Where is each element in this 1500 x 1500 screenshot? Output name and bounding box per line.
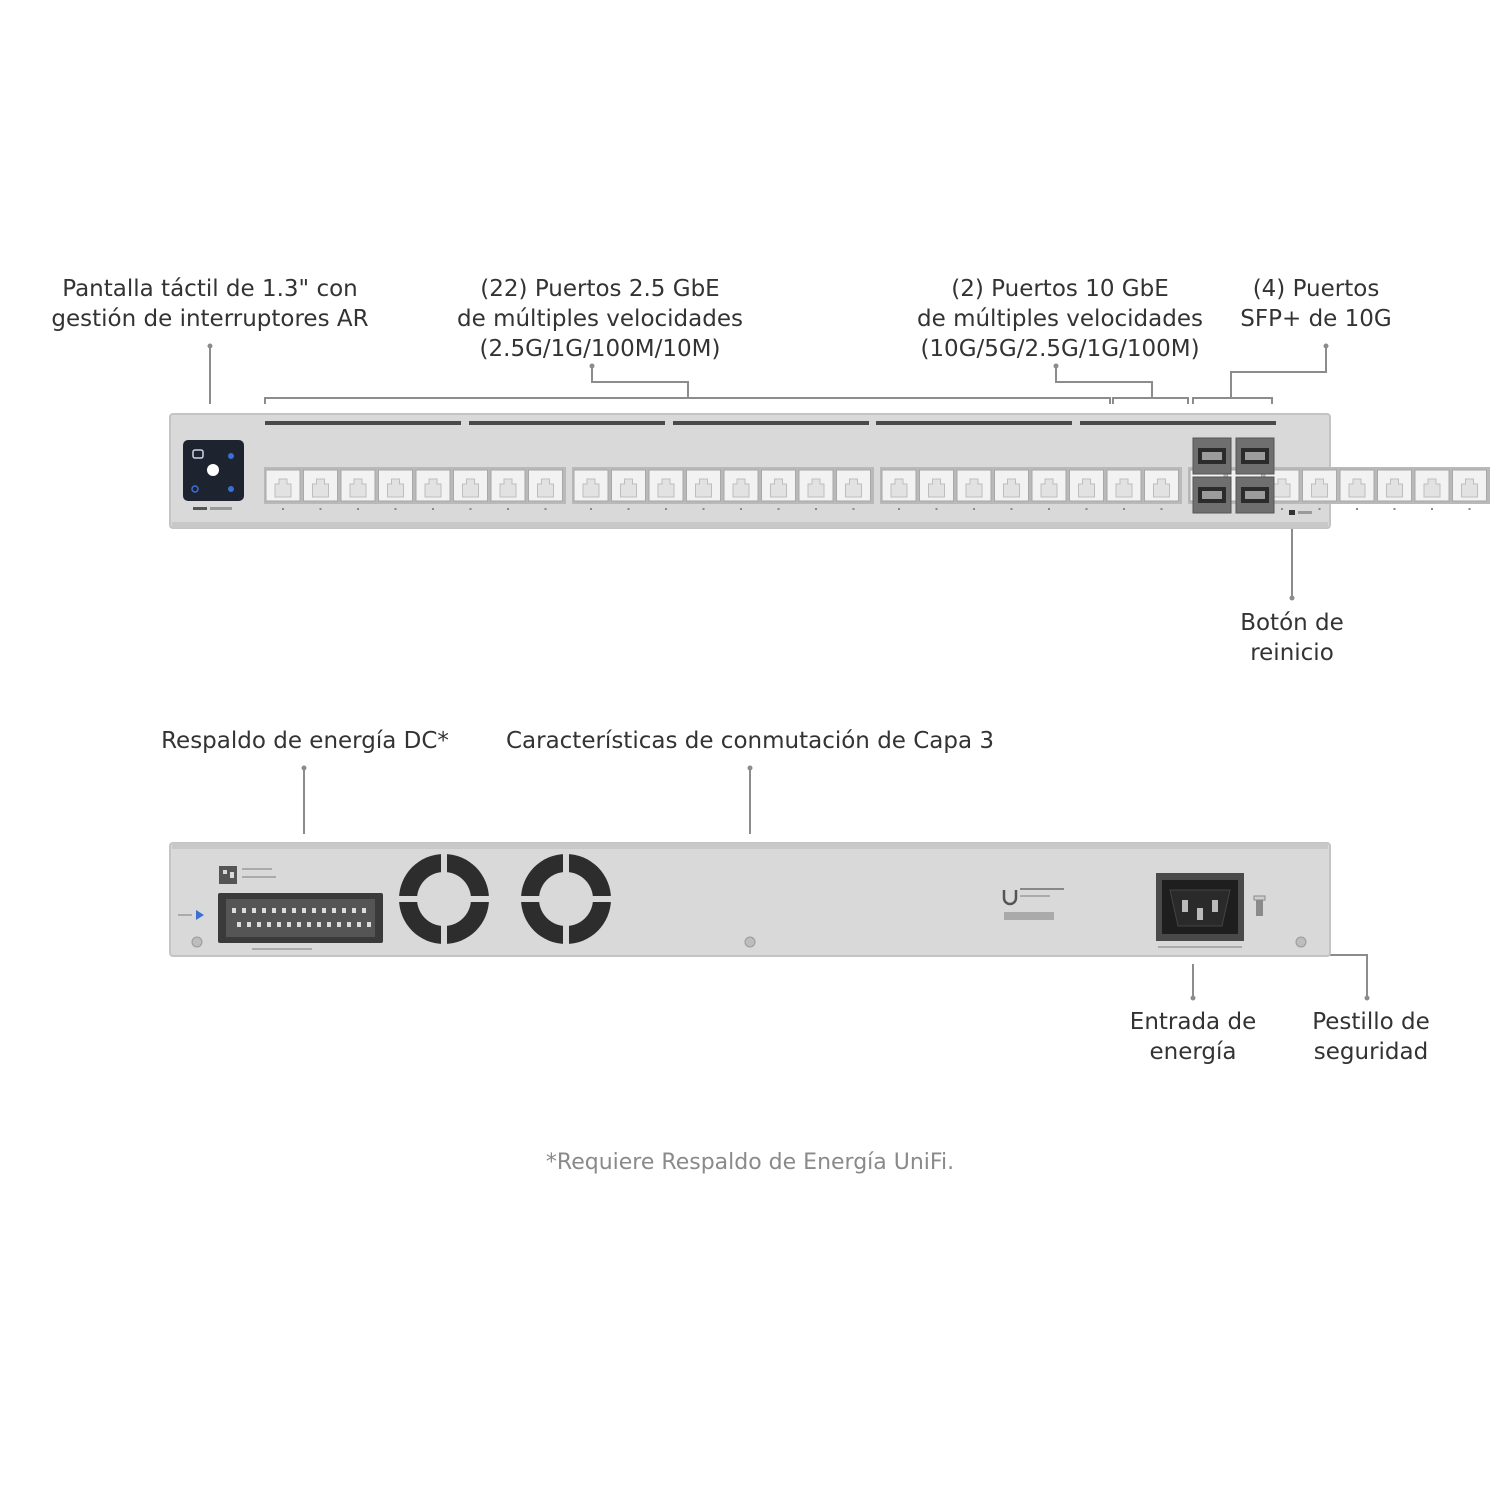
- rj45-port: [528, 469, 563, 510]
- rj45-port: [1377, 469, 1412, 510]
- dc-pin: [297, 922, 301, 927]
- rj45-port: [956, 469, 992, 510]
- rj45-port: [303, 469, 338, 510]
- rj45-port: [761, 469, 796, 510]
- rj45-port: [881, 469, 917, 510]
- dc-pin: [357, 922, 361, 927]
- back-panel: [169, 842, 1331, 957]
- sfp-port: [1235, 476, 1275, 514]
- dc-pin: [327, 922, 331, 927]
- dc-pin: [342, 908, 346, 913]
- rj45-port: [1106, 469, 1142, 510]
- sfp-port: [1192, 437, 1232, 475]
- rj45-port: [1302, 469, 1337, 510]
- ports-25g-leader: [591, 366, 689, 398]
- sfp-ports: [1192, 437, 1275, 514]
- rj45-port: [836, 469, 871, 510]
- dc-pin: [312, 908, 316, 913]
- dc-pin: [322, 908, 326, 913]
- security-latch: [1253, 895, 1266, 916]
- dc-backup-label: Respaldo de energía DC*: [161, 728, 449, 754]
- footnote: *Requiere Respaldo de Energía UniFi.: [545, 1150, 955, 1175]
- dc-pin: [317, 922, 321, 927]
- dc-pin: [237, 922, 241, 927]
- rj45-port: [1144, 469, 1179, 510]
- security-latch-label: Pestillo de seguridad: [1312, 1009, 1430, 1065]
- dc-pin: [287, 922, 291, 927]
- rj45-ports: [264, 467, 1490, 510]
- rj45-port: [648, 469, 684, 510]
- rj45-port: [265, 469, 301, 510]
- dc-pin: [242, 908, 246, 913]
- dc-pin: [262, 908, 266, 913]
- dc-pin: [307, 922, 311, 927]
- front-panel: [169, 413, 1490, 529]
- dc-pin: [292, 908, 296, 913]
- dc-backup-connector: [218, 893, 383, 950]
- power-input-label: Entrada de energía: [1129, 1009, 1257, 1065]
- rj45-port: [1339, 469, 1375, 510]
- dc-pin: [267, 922, 271, 927]
- dc-pin: [272, 908, 276, 913]
- reset-label: Botón de reinicio: [1240, 610, 1344, 666]
- dc-pin: [252, 908, 256, 913]
- ports-25g-bracket: [264, 397, 1111, 404]
- dc-pin: [332, 908, 336, 913]
- ports-10g-leader: [1055, 366, 1153, 398]
- rj45-port: [490, 469, 526, 510]
- touchscreen: [183, 440, 244, 510]
- dc-pin: [337, 922, 341, 927]
- dc-pin: [347, 922, 351, 927]
- ports-10g-label: (2) Puertos 10 GbE de múltiples velocida…: [917, 276, 1203, 362]
- dc-pin: [247, 922, 251, 927]
- rj45-port: [1069, 469, 1104, 510]
- rj45-port: [798, 469, 834, 510]
- dc-pin: [362, 908, 366, 913]
- dc-pin: [282, 908, 286, 913]
- dc-pin: [277, 922, 281, 927]
- ubiquiti-logo: [1002, 888, 1064, 920]
- rj45-port: [611, 469, 646, 510]
- rj45-port: [686, 469, 721, 510]
- rj45-port: [453, 469, 488, 510]
- sfp-port: [1192, 476, 1232, 514]
- sfp-leader: [1230, 346, 1327, 398]
- fan-2: [520, 853, 612, 945]
- rj45-port: [994, 469, 1029, 510]
- ports-25g-label: (22) Puertos 2.5 GbE de múltiples veloci…: [457, 276, 743, 362]
- qr-code: [219, 866, 276, 884]
- front-leader-lines: [209, 346, 1327, 598]
- ports-10g-bracket: [1112, 397, 1189, 404]
- power-inlet: [1156, 873, 1244, 948]
- rj45-port: [723, 469, 759, 510]
- rj45-port: [415, 469, 451, 510]
- rj45-port: [1031, 469, 1067, 510]
- sfp-port: [1235, 437, 1275, 475]
- rj45-port: [573, 469, 609, 510]
- dc-pin: [352, 908, 356, 913]
- dc-pin: [367, 922, 371, 927]
- reset-button: [1289, 510, 1295, 515]
- fan-1: [398, 853, 490, 945]
- rj45-port: [1452, 469, 1487, 510]
- sfp-label: (4) Puertos SFP+ de 10G: [1240, 276, 1392, 332]
- dc-pin: [302, 908, 306, 913]
- security-latch-leader: [1264, 954, 1368, 998]
- rj45-port: [919, 469, 954, 510]
- touchscreen-label: Pantalla táctil de 1.3" con gestión de i…: [51, 276, 369, 332]
- rj45-port: [1414, 469, 1450, 510]
- dc-pin: [257, 922, 261, 927]
- sfp-bracket: [1192, 397, 1273, 404]
- rj45-port: [340, 469, 376, 510]
- layer3-label: Características de conmutación de Capa 3: [505, 728, 995, 754]
- rj45-port: [378, 469, 413, 510]
- dc-pin: [232, 908, 236, 913]
